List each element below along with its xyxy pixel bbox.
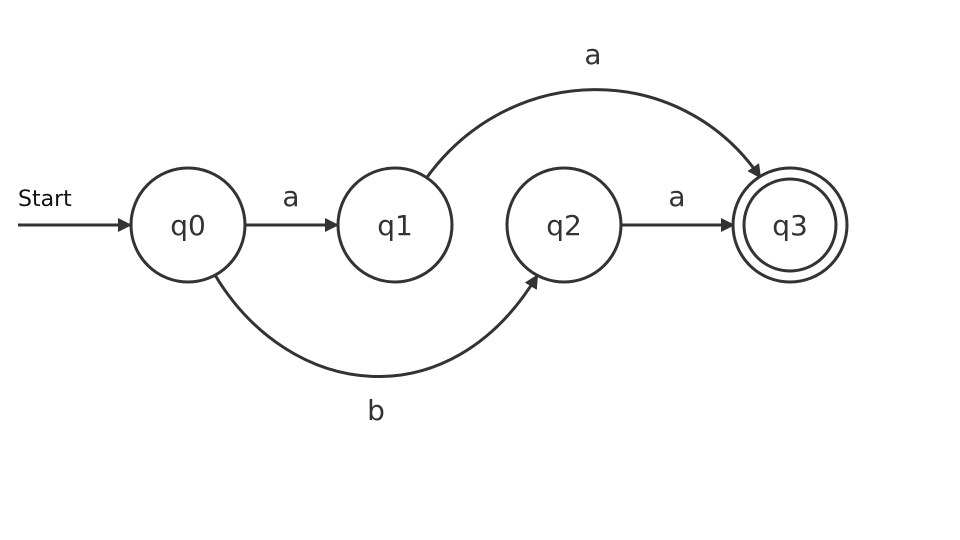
state-q2-circle [505, 166, 623, 284]
transition-q1-q3-label: a [584, 38, 601, 71]
transition-q1-q3 [423, 88, 762, 181]
state-q0-label: q0 [170, 209, 206, 242]
state-q3-inner-circle [742, 177, 838, 273]
state-q3-label: q3 [772, 209, 808, 242]
transition-q0-q2 [213, 274, 539, 378]
state-q1-label: q1 [377, 209, 413, 242]
state-q2-label: q2 [546, 209, 582, 242]
transition-q0-q2-label: b [367, 394, 385, 427]
transition-q0-q1-label: a [282, 180, 299, 213]
state-q0: q0 [129, 166, 247, 284]
transition-q2-q3-label: a [668, 180, 685, 213]
state-q1-circle [336, 166, 454, 284]
start-label: Start [18, 187, 72, 212]
state-q2: q2 [505, 166, 623, 284]
state-q0-circle [129, 166, 247, 284]
state-q3-accepting: q3 [731, 166, 849, 284]
state-q1: q1 [336, 166, 454, 284]
